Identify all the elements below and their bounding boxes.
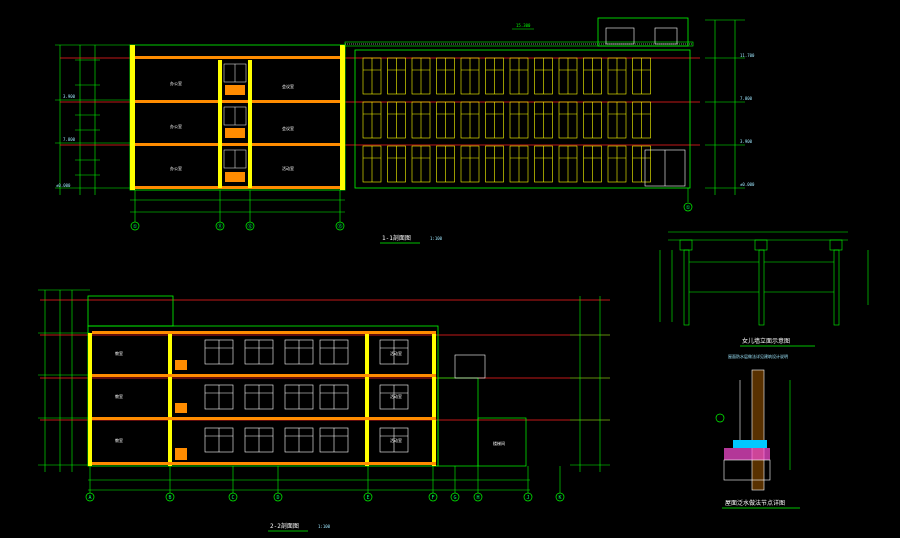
axis-label: ① [686, 205, 691, 211]
axis-label: ⑫ [247, 223, 252, 230]
axis-bubble [450, 492, 460, 502]
axis-bubble [523, 492, 533, 502]
room-label: 教室 [115, 393, 123, 399]
svg-text:±0.000: ±0.000 [740, 182, 755, 187]
axis-label: H [476, 495, 479, 501]
detail-node-drawing [715, 369, 791, 491]
axis-label: C [231, 495, 234, 501]
axis-label: K [558, 495, 561, 501]
axis-label: A [88, 495, 91, 501]
axis-label: ⑬ [337, 223, 342, 230]
section-1-1-structure [129, 44, 346, 191]
axis-label: ⑪ [217, 223, 222, 230]
room-label: 会议室 [282, 83, 294, 89]
section-2-2-bottom-dimensions [88, 479, 530, 491]
detail-node-title: 屋面泛水做法节点详图 [725, 499, 785, 507]
section-2-2-left-dimensions [38, 289, 90, 472]
axis-bubble [85, 492, 95, 502]
svg-text:±0.000: ±0.000 [56, 183, 71, 188]
section-2-2-scale: 1:100 [318, 524, 331, 529]
axis-label: J [526, 495, 529, 501]
axis-label: E [366, 495, 369, 501]
room-label: 办公室 [170, 165, 182, 171]
room-label: 楼梯间 [493, 440, 505, 446]
room-label: 教室 [115, 437, 123, 443]
room-label: 会议室 [282, 125, 294, 131]
section-1-1-scale: 1:100 [430, 236, 443, 241]
axis-bubble [363, 492, 373, 502]
detail-node: 屋面防水层做法详见建筑设计说明 屋面泛水做法节点详图 [715, 353, 800, 509]
room-label: 活动室 [390, 393, 402, 399]
detail-node-note: 屋面防水层做法详见建筑设计说明 [728, 353, 788, 359]
axis-label: G [453, 495, 456, 501]
svg-text:7.800: 7.800 [740, 96, 753, 101]
room-label: 办公室 [170, 80, 182, 86]
section-1-1: 3.900 7.800 ±0.000 [55, 17, 755, 244]
room-label: 办公室 [170, 123, 182, 129]
room-label: 活动室 [390, 350, 402, 356]
axis-label: B [168, 495, 171, 501]
section-2-2-title: 2-2剖面图 [270, 522, 299, 530]
section-1-1-title: 1-1剖面图 [382, 234, 411, 242]
section-1-1-left-dimensions [55, 44, 130, 195]
axis-label: F [431, 495, 434, 501]
section-1-1-axis-bubbles [130, 202, 693, 231]
detail-parapet: 女儿墙立面示意图 [659, 231, 869, 347]
section-2-2: 教室 教室 教室 活动室 活动室 活动室 楼梯间 A B C D E F G H J K 2-2剖… [38, 289, 610, 532]
svg-text:3.900: 3.900 [63, 94, 76, 99]
section-2-2-right-dimensions [570, 296, 610, 472]
section-1-1-bottom-dimensions [130, 188, 689, 222]
detail-parapet-title: 女儿墙立面示意图 [742, 337, 790, 345]
axis-bubble [165, 492, 175, 502]
svg-text:3.900: 3.900 [740, 139, 753, 144]
top-elevation-tag: 15.300 [516, 23, 531, 28]
room-label: 活动室 [390, 437, 402, 443]
axis-label: D [276, 495, 279, 501]
svg-text:7.800: 7.800 [63, 137, 76, 142]
axis-bubble [228, 492, 238, 502]
section-1-1-right-dimensions [705, 19, 745, 195]
svg-text:11.700: 11.700 [740, 53, 755, 58]
room-label: 教室 [115, 350, 123, 356]
room-label: 活动室 [282, 165, 294, 171]
section-2-2-structure [87, 295, 527, 467]
section-1-1-facade [344, 17, 694, 189]
axis-bubble [473, 492, 483, 502]
axis-bubble [555, 492, 565, 502]
axis-label: ① [133, 224, 138, 230]
axis-bubble [428, 492, 438, 502]
axis-bubble [273, 492, 283, 502]
